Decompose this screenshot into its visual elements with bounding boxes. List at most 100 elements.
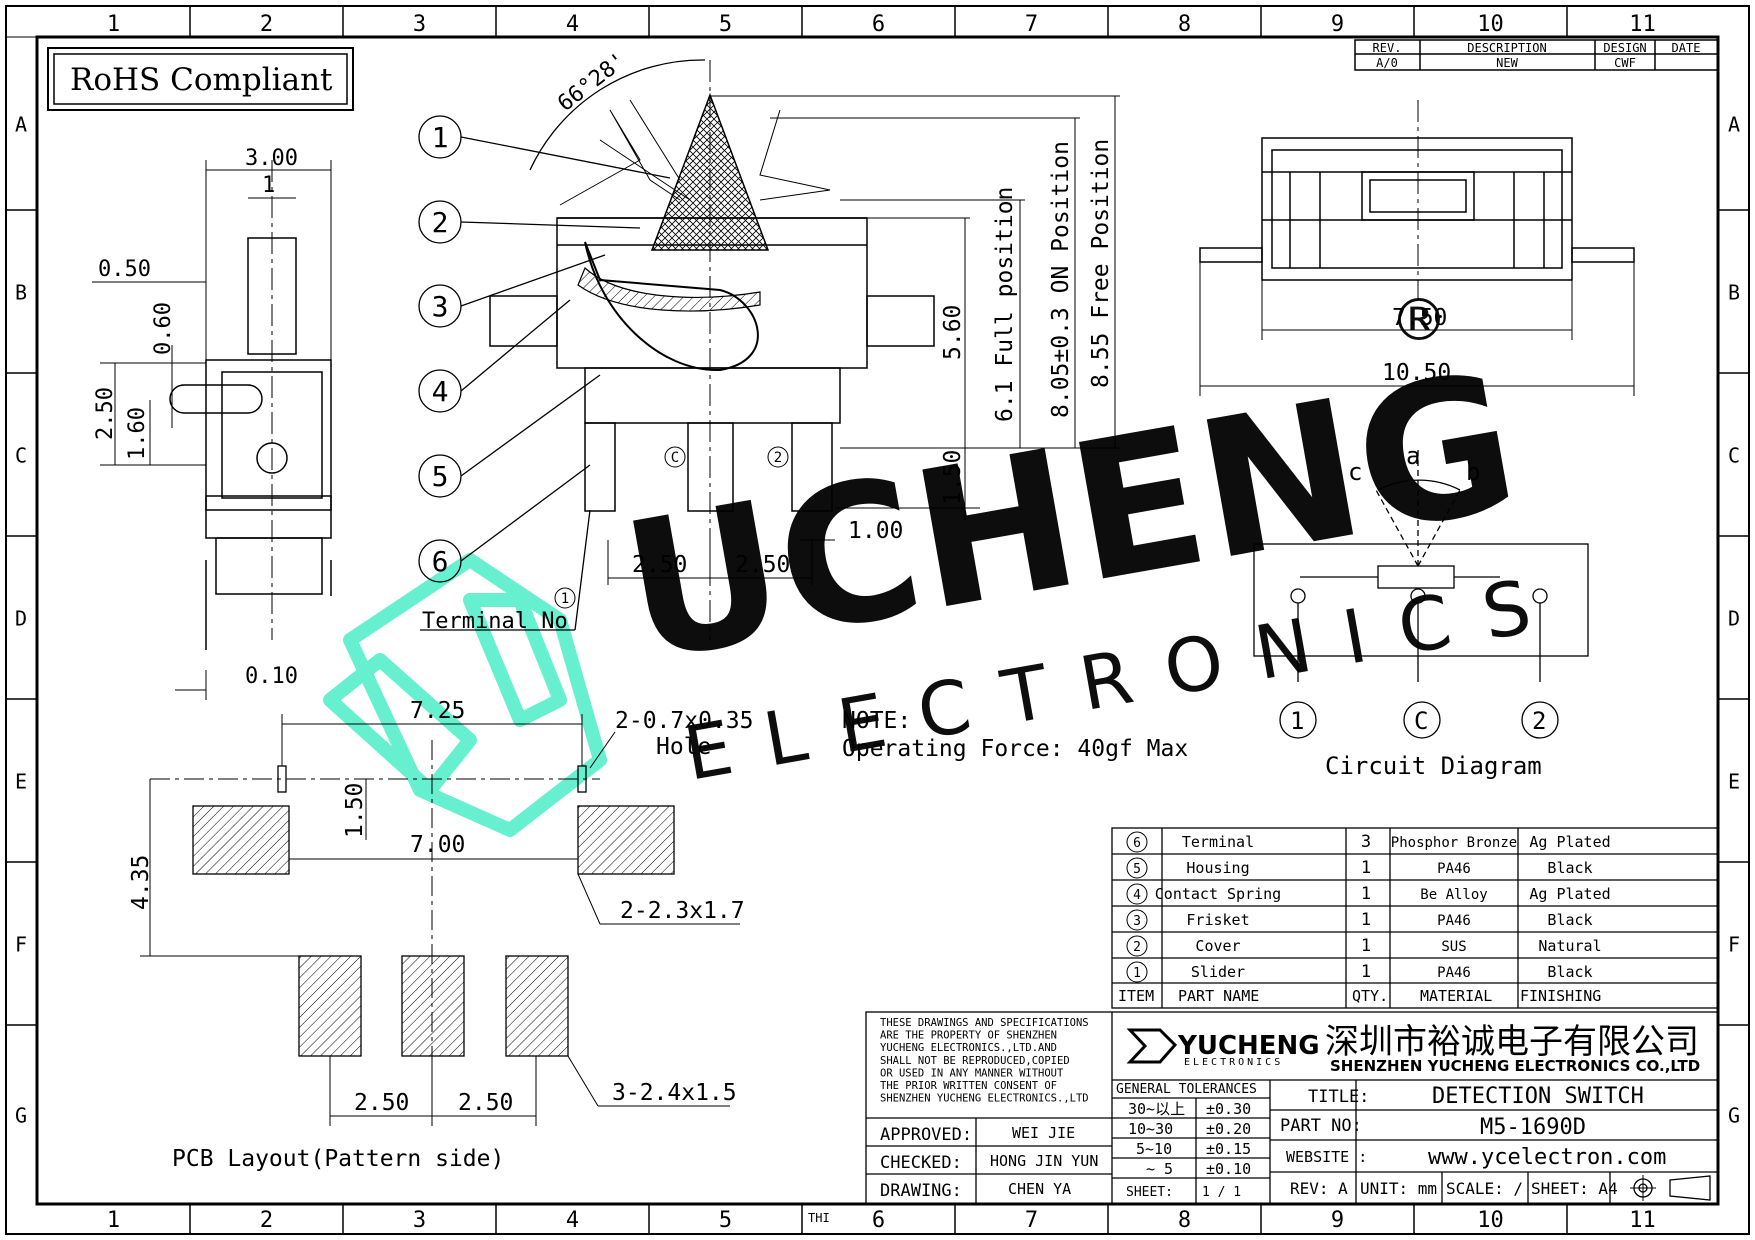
dim-2-50: 2.50 bbox=[93, 387, 118, 440]
circuit-label-c: c bbox=[1348, 458, 1362, 486]
zone-col-bottom-2: 2 bbox=[260, 1208, 273, 1233]
dim-pcb-2-50-b: 2.50 bbox=[458, 1090, 513, 1116]
zone-col-bottom-10: 10 bbox=[1477, 1208, 1504, 1233]
rev-header-desc: DESCRIPTION bbox=[1467, 41, 1546, 55]
tol-r1-val: ±0.30 bbox=[1206, 1100, 1251, 1118]
zone-col-top-7: 7 bbox=[1025, 12, 1038, 37]
dim-7-00: 7.00 bbox=[410, 832, 465, 858]
dim-on-position: 8.05±0.3 ON Position bbox=[1048, 141, 1074, 418]
circuit-term-2: 2 bbox=[1532, 707, 1546, 735]
tol-title: GENERAL TOLERANCES bbox=[1116, 1082, 1257, 1097]
dim-pad-small: 3-2.4x1.5 bbox=[612, 1080, 737, 1106]
bom-item-circle bbox=[1126, 909, 1148, 931]
title-block-text: GENERAL TOLERANCES 30~以上 ±0.30 10~30 ±0.… bbox=[880, 1082, 1666, 1201]
logo-sub: ELECTRONICS bbox=[1184, 1057, 1283, 1068]
zone-col-bottom-5: 5 bbox=[719, 1208, 732, 1233]
bom-table-grid bbox=[1111, 827, 1719, 1009]
drawing-label: DRAWING: bbox=[880, 1181, 962, 1201]
bom-cell-qty: 3 bbox=[1361, 832, 1371, 852]
callout-1: 1 bbox=[432, 121, 449, 154]
zone-col-top-6: 6 bbox=[872, 12, 885, 37]
zone-row-right-B: B bbox=[1728, 281, 1740, 305]
bom-cell-name: Terminal bbox=[1182, 833, 1254, 851]
notice-line: THESE DRAWINGS AND SPECIFICATIONS bbox=[880, 1017, 1089, 1029]
dim-1-50: 1.50 bbox=[940, 450, 966, 505]
zone-col-bottom-3: 3 bbox=[413, 1208, 426, 1233]
bom-item-circle bbox=[1126, 831, 1148, 853]
dim-0-60: 0.60 bbox=[151, 302, 176, 355]
zone-col-top-1: 1 bbox=[107, 12, 120, 37]
zone-row-left-C: C bbox=[15, 444, 27, 468]
web-label: WEBSITE : bbox=[1286, 1148, 1367, 1166]
bom-header-material: MATERIAL bbox=[1420, 987, 1492, 1005]
bom-header-qty: QTY. bbox=[1352, 987, 1388, 1005]
top-view-dims bbox=[1199, 262, 1635, 396]
bom-cell-material: PA46 bbox=[1437, 861, 1471, 877]
dim-hole-2: Hole bbox=[656, 734, 711, 760]
rohs-text: RoHS Compliant bbox=[70, 62, 333, 98]
tol-r3-range: 5~10 bbox=[1136, 1140, 1172, 1158]
part-label: PART NO: bbox=[1280, 1116, 1362, 1136]
company-en: SHENZHEN YUCHENG ELECTRONICS CO.,LTD bbox=[1330, 1057, 1700, 1075]
angle-label: 66°28' bbox=[553, 48, 631, 117]
bom-cell-item: 5 bbox=[1133, 862, 1141, 877]
tol-r4-val: ±0.10 bbox=[1206, 1160, 1251, 1178]
zone-row-left-E: E bbox=[15, 770, 27, 794]
bom-item-circle bbox=[1126, 883, 1148, 905]
dim-1-60: 1.60 bbox=[125, 407, 150, 460]
dim-pcb-2-50-a: 2.50 bbox=[354, 1090, 409, 1116]
bom-item-circle bbox=[1126, 935, 1148, 957]
dim-1-00: 1.00 bbox=[848, 518, 903, 544]
drawing-value: CHEN YA bbox=[1008, 1180, 1071, 1198]
dim-2-50-a: 2.50 bbox=[632, 552, 687, 578]
bom-cell-material: Phosphor Bronze bbox=[1391, 835, 1517, 851]
zone-row-right-A: A bbox=[1728, 113, 1740, 137]
rev-header-date: DATE bbox=[1672, 41, 1701, 55]
bom-cell-item: 3 bbox=[1133, 914, 1141, 929]
notice-line: SHALL NOT BE REPRODUCED,COPIED bbox=[880, 1055, 1070, 1067]
front-view-terminal-marks: C 2 1 bbox=[554, 446, 789, 609]
notice-line: OR USED IN ANY MANNER WITHOUT bbox=[880, 1067, 1064, 1079]
bottom-mark: THI bbox=[808, 1211, 830, 1225]
bom-cell-item: 1 bbox=[1133, 966, 1141, 981]
front-view-dim-text: 5.60 6.1 Full position 8.05±0.3 ON Posit… bbox=[422, 139, 1114, 634]
side-view bbox=[169, 160, 332, 650]
scale-value: SCALE: / bbox=[1446, 1179, 1523, 1198]
company-cn: 深圳市裕诚电子有限公司 bbox=[1325, 1022, 1699, 1062]
sheet-label: SHEET: bbox=[1126, 1185, 1173, 1200]
bom-cell-qty: 1 bbox=[1361, 910, 1371, 930]
front-view-callouts bbox=[418, 59, 706, 631]
tol-r4-range: ~ 5 bbox=[1146, 1160, 1173, 1178]
circuit-term-c: C bbox=[1414, 707, 1428, 735]
bom-header-item: ITEM bbox=[1118, 987, 1154, 1005]
dim-10-50: 10.50 bbox=[1382, 360, 1451, 386]
callout-3: 3 bbox=[432, 290, 449, 323]
rev-row-rev: A/0 bbox=[1376, 56, 1398, 70]
bom-cell-qty: 1 bbox=[1361, 936, 1371, 956]
zone-col-top-8: 8 bbox=[1178, 12, 1191, 37]
revision-table-text: REV. DESCRIPTION DESIGN DATE A/0 NEW CWF bbox=[1373, 41, 1701, 70]
slider-hatched bbox=[650, 92, 770, 251]
part-value: M5-1690D bbox=[1480, 1115, 1586, 1140]
approved-value: WEI JIE bbox=[1012, 1124, 1075, 1142]
zone-col-bottom-6: 6 bbox=[872, 1208, 885, 1233]
title-value: DETECTION SWITCH bbox=[1432, 1084, 1644, 1109]
callout-6: 6 bbox=[432, 545, 449, 578]
term-2-mark: 2 bbox=[774, 450, 782, 466]
zone-row-right-D: D bbox=[1728, 607, 1740, 631]
rev-header-rev: REV. bbox=[1373, 41, 1402, 55]
dim-1: 1 bbox=[262, 173, 275, 198]
bom-cell-finish: Black bbox=[1547, 859, 1592, 877]
dim-0-50: 0.50 bbox=[98, 257, 151, 282]
bom-cell-qty: 1 bbox=[1361, 858, 1371, 878]
title-block-grid bbox=[865, 1011, 1719, 1205]
zone-col-top-9: 9 bbox=[1331, 12, 1344, 37]
sheet2-value: SHEET: A4 bbox=[1531, 1179, 1618, 1198]
dim-full-position: 6.1 Full position bbox=[992, 187, 1018, 422]
zone-col-top-10: 10 bbox=[1477, 12, 1504, 37]
side-view-dims bbox=[92, 160, 332, 700]
